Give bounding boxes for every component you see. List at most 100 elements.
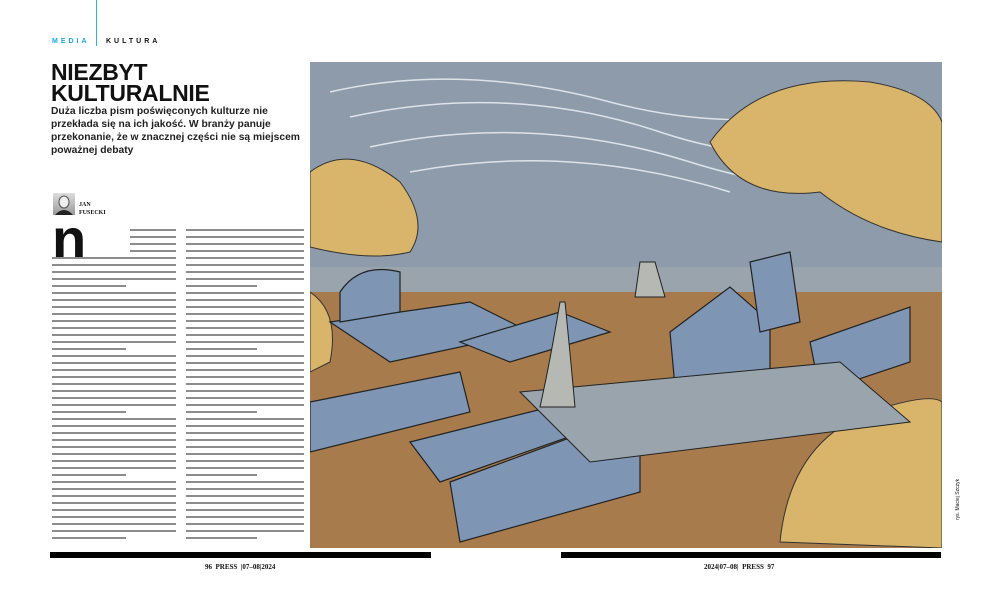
body-text-line <box>52 516 176 518</box>
body-text-line <box>130 243 176 245</box>
body-text-line <box>186 516 304 518</box>
figure-musician <box>539 301 576 408</box>
body-text-line <box>130 250 176 252</box>
body-text-line <box>186 271 304 273</box>
section-divider <box>96 0 97 46</box>
magazine-name: PRESS <box>215 563 238 571</box>
body-text-line <box>186 341 304 343</box>
body-text-line <box>186 299 304 301</box>
magazine-name: PRESS <box>742 563 764 571</box>
article-lead: Duża liczba pism poświęconych kulturze n… <box>51 106 300 156</box>
body-text-line <box>186 453 304 455</box>
body-text-line <box>52 523 176 525</box>
body-text-line <box>52 446 176 448</box>
body-text-line <box>186 432 304 434</box>
body-text-line <box>52 404 176 406</box>
body-text-line <box>52 474 127 476</box>
author-first-name: JAN <box>79 202 91 208</box>
body-text-line <box>52 299 176 301</box>
body-text-line <box>186 292 304 294</box>
page-number: 97 <box>767 563 775 571</box>
body-text-line <box>186 257 304 259</box>
body-text-line <box>52 334 176 336</box>
body-text-line <box>52 320 176 322</box>
body-text-line <box>186 306 304 308</box>
body-text-line <box>52 453 176 455</box>
body-text-line <box>52 383 176 385</box>
body-text-line <box>52 509 176 511</box>
body-text-line <box>186 488 304 490</box>
body-text-line <box>186 495 304 497</box>
body-text-line <box>52 439 176 441</box>
body-text-line <box>52 502 176 504</box>
body-text-line <box>186 411 257 413</box>
body-text-line <box>186 243 304 245</box>
body-text-line <box>52 264 176 266</box>
illustration-credit: rys. Maciej Szczyk <box>955 478 961 520</box>
body-text-line <box>52 327 176 329</box>
body-text-line <box>186 250 304 252</box>
body-text-line <box>52 257 176 259</box>
body-text-line <box>186 418 304 420</box>
folio-left: 96 PRESS |07–08|2024 <box>205 563 275 571</box>
body-text-line <box>186 467 304 469</box>
body-text-line <box>186 439 304 441</box>
section-label: MEDIA <box>52 38 90 45</box>
body-text-line <box>52 278 176 280</box>
body-text-line <box>186 278 304 280</box>
issue-date: |07–08|2024 <box>240 563 276 571</box>
body-text-line <box>186 404 304 406</box>
title-line: KULTURALNIE <box>51 80 210 106</box>
body-text-line <box>186 425 304 427</box>
body-text-line <box>52 341 176 343</box>
body-text-line <box>52 460 176 462</box>
body-text-line <box>186 383 304 385</box>
body-text-line <box>52 495 176 497</box>
body-text-line <box>52 481 176 483</box>
body-text-line <box>186 474 257 476</box>
body-text-line <box>52 355 176 357</box>
body-text-line <box>186 390 304 392</box>
body-text-line <box>52 411 127 413</box>
illustration-graveyard <box>310 62 942 548</box>
body-text-line <box>52 271 176 273</box>
folio-right: 2024|07–08| PRESS 97 <box>704 563 774 571</box>
body-text-line <box>52 348 127 350</box>
author-avatar <box>53 193 75 215</box>
body-text-line <box>186 348 257 350</box>
body-text-line <box>130 229 176 231</box>
body-text-line <box>186 285 257 287</box>
body-text-line <box>186 327 304 329</box>
body-text-line <box>186 460 304 462</box>
footer-rule-right <box>561 552 941 558</box>
body-text-line <box>186 537 257 539</box>
body-text-line <box>186 376 304 378</box>
body-text-line <box>52 418 176 420</box>
body-text-line <box>186 530 304 532</box>
body-text-line <box>52 397 176 399</box>
body-text-line <box>186 397 304 399</box>
body-column-2 <box>186 229 304 544</box>
body-text-line <box>52 369 176 371</box>
body-text-line <box>186 229 304 231</box>
body-text-line <box>52 425 176 427</box>
body-text-line <box>130 236 176 238</box>
body-text-line <box>52 313 176 315</box>
body-column-1 <box>52 229 176 544</box>
body-text-line <box>186 264 304 266</box>
title-line: NIEZBYT <box>51 59 148 85</box>
body-text-line <box>52 390 176 392</box>
figure-dancer <box>634 261 666 298</box>
subsection-label: KULTURA <box>106 38 161 45</box>
body-text-line <box>52 292 176 294</box>
body-text-line <box>186 509 304 511</box>
body-text-line <box>52 488 176 490</box>
page-number: 96 <box>205 563 212 571</box>
body-text-line <box>186 481 304 483</box>
body-text-line <box>186 236 304 238</box>
body-text-line <box>52 376 176 378</box>
body-text-line <box>186 446 304 448</box>
body-text-line <box>52 537 127 539</box>
issue-date: 2024|07–08| <box>704 563 739 571</box>
article-title: NIEZBYT KULTURALNIE <box>51 59 210 106</box>
